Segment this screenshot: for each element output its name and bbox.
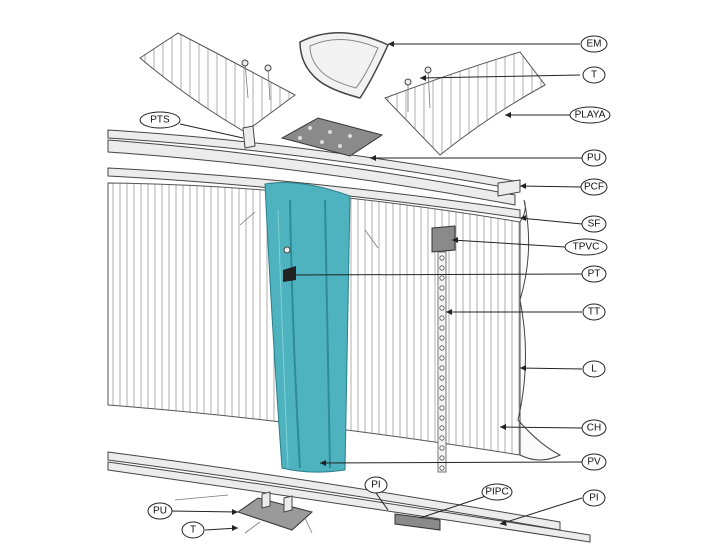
screw-bottom-1: [174, 494, 229, 501]
callout-pts: PTS: [139, 111, 181, 129]
tt-hole: [439, 385, 445, 391]
tt-hole: [439, 465, 445, 471]
screw-head-right-2: [424, 66, 432, 74]
label-playa: PLAYA: [575, 110, 606, 121]
label-tpvc: TPVC: [573, 242, 600, 253]
bottom-rail-2: [107, 461, 591, 543]
callout-tt: TT: [582, 303, 606, 321]
upright-bolt: [283, 246, 291, 254]
top-seat-playa: [384, 51, 546, 156]
tt-hole: [439, 315, 445, 321]
pts-cap: [242, 125, 256, 149]
label-sf: SF: [588, 219, 601, 230]
label-pu-top: PU: [587, 153, 601, 164]
pu-plate-bottom-tab-1: [261, 491, 271, 509]
label-pv: PV: [587, 457, 601, 468]
upright-pt-bracket: [283, 266, 296, 282]
tt-hole: [439, 415, 445, 421]
tpvc-clip: [431, 225, 456, 253]
tt-hole: [439, 265, 445, 271]
label-pipc: PIPC: [485, 487, 508, 498]
upright-pv-shade-3: [277, 209, 289, 469]
label-l: L: [591, 364, 597, 375]
screw-right-2: [427, 69, 431, 109]
tt-hole: [439, 425, 445, 431]
callout-pi-right: PI: [582, 489, 606, 507]
callout-ch: CH: [581, 419, 607, 437]
callout-pipc: PIPC: [481, 483, 513, 501]
tt-strip: [437, 251, 447, 473]
label-pts: PTS: [150, 115, 170, 126]
screw-head-left-2: [264, 64, 272, 72]
tt-hole: [439, 455, 445, 461]
screw-head-right-1: [404, 78, 412, 86]
em-cover: [299, 32, 389, 99]
wall-screw-left: [239, 211, 256, 226]
tt-hole: [439, 305, 445, 311]
wall-screw-right: [364, 229, 379, 249]
top-rail-cover: [107, 139, 516, 206]
screw-left-1: [244, 61, 249, 99]
tt-hole: [439, 255, 445, 261]
label-t-top: T: [591, 70, 597, 81]
callout-t-top: T: [582, 66, 606, 84]
leader-arrowheads: [232, 41, 526, 531]
screw-bottom-2: [244, 521, 261, 534]
callout-em: EM: [580, 35, 608, 53]
callout-pi-mid: PI: [364, 476, 388, 494]
label-pi-mid: PI: [371, 480, 380, 491]
label-pcf: PCF: [584, 182, 604, 193]
upright-pv-shade-2: [324, 199, 331, 469]
tt-hole: [439, 375, 445, 381]
label-em: EM: [587, 39, 602, 50]
bottom-rail-connector: [394, 513, 441, 531]
coping-end: [497, 179, 521, 197]
callout-playa: PLAYA: [569, 106, 611, 124]
top-seat-left: [139, 32, 296, 133]
pu-plate-top-holes: [298, 126, 352, 148]
tt-hole: [439, 405, 445, 411]
tt-hole: [439, 435, 445, 441]
screw-bottom-3: [304, 517, 313, 534]
callout-t-bottom: T: [181, 521, 205, 539]
label-tt: TT: [588, 307, 600, 318]
callout-pu-bottom: PU: [147, 502, 173, 520]
tt-hole: [439, 325, 445, 331]
screw-head-left-1: [241, 59, 249, 67]
tt-hole: [439, 445, 445, 451]
upright-pv-shade-1: [289, 199, 301, 469]
tt-hole: [439, 285, 445, 291]
callout-l: L: [582, 360, 606, 378]
callout-pv: PV: [581, 453, 607, 471]
pu-plate-top: [280, 117, 384, 157]
screw-left-2: [267, 67, 271, 101]
callout-pt: PT: [581, 265, 607, 283]
callout-sf: SF: [581, 215, 607, 233]
tt-hole: [439, 355, 445, 361]
callout-pu-top: PU: [581, 149, 607, 167]
tt-hole: [439, 365, 445, 371]
tt-hole: [439, 295, 445, 301]
label-pi-right: PI: [589, 493, 598, 504]
callout-tpvc: TPVC: [564, 238, 608, 256]
tt-hole: [439, 395, 445, 401]
pu-plate-bottom: [236, 497, 314, 531]
label-pu-bottom: PU: [153, 506, 167, 517]
tt-strip-holes: [439, 255, 445, 471]
upright-pv: [264, 182, 351, 473]
label-pt: PT: [588, 269, 601, 280]
em-cover-inner: [309, 38, 379, 89]
label-t-bottom: T: [190, 525, 196, 536]
tt-hole: [439, 335, 445, 341]
leader-lines: [169, 43, 583, 531]
callout-pcf: PCF: [580, 178, 608, 196]
liner-sheet: [517, 199, 562, 461]
tt-hole: [439, 275, 445, 281]
label-ch: CH: [587, 423, 601, 434]
pu-plate-bottom-tab-2: [283, 495, 293, 513]
tt-hole: [439, 345, 445, 351]
